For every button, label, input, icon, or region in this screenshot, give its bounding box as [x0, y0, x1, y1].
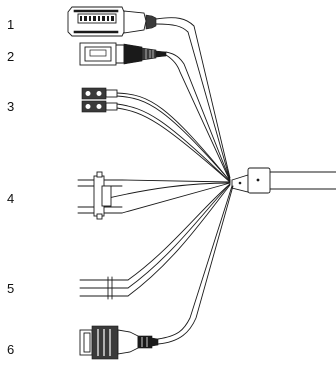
- connector-label-4: 4: [7, 191, 15, 206]
- multi-pin-header-icon: [77, 171, 123, 220]
- power-connector-icon: [67, 6, 157, 37]
- main-cable: [231, 167, 336, 194]
- connector-label-1: 1: [7, 17, 15, 32]
- wire-bundle: [99, 17, 234, 345]
- twin-terminal-block-icon: [81, 87, 118, 113]
- connector-label-2: 2: [7, 49, 15, 64]
- connector-label-3: 3: [7, 99, 15, 114]
- rj45-connector-icon: [79, 42, 167, 66]
- waterproof-rj45-connector-icon: [79, 325, 159, 360]
- three-pin-header-icon: [79, 276, 129, 300]
- connector-label-5: 5: [7, 281, 15, 296]
- connector-label-6: 6: [7, 342, 15, 357]
